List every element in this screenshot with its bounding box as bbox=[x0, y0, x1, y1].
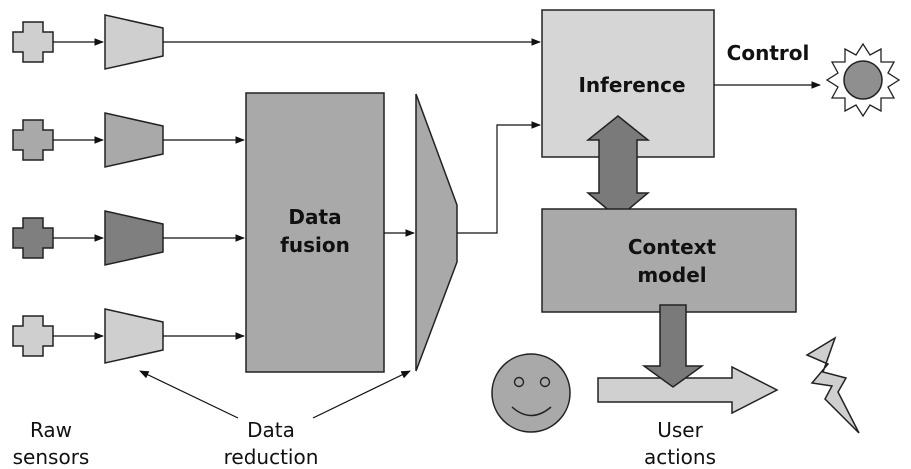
inference-label: Inference bbox=[578, 73, 685, 97]
data-reduction-caption-line2: reduction bbox=[224, 445, 319, 469]
user-actions-arrow bbox=[597, 365, 779, 415]
reduction-trapezoid-1 bbox=[104, 14, 164, 70]
context-model-label-line2: model bbox=[637, 263, 706, 287]
large-reduction-trapezoid bbox=[415, 93, 458, 372]
sensor-4-icon bbox=[12, 315, 54, 357]
user-face-icon bbox=[491, 353, 571, 433]
sensor-3-icon bbox=[12, 217, 54, 259]
sun-icon bbox=[825, 42, 901, 118]
reduction-trapezoid-3 bbox=[104, 210, 164, 266]
reduction-pointer-left-arrow bbox=[139, 370, 239, 419]
context-model-box bbox=[541, 208, 797, 313]
reduction-pointer-right-arrow bbox=[312, 370, 411, 419]
context-model-label-line1: Context bbox=[628, 235, 717, 259]
data-reduction-caption-line1: Data bbox=[247, 418, 295, 442]
data-fusion-label-line1: Data bbox=[288, 205, 341, 229]
raw-sensors-caption-line2: sensors bbox=[13, 445, 90, 469]
sensor-1-icon bbox=[12, 21, 54, 63]
user-actions-caption-line2: actions bbox=[644, 445, 716, 469]
reduction-to-inference-arrow bbox=[457, 121, 541, 234]
control-label: Control bbox=[727, 41, 810, 65]
data-fusion-box bbox=[245, 92, 385, 373]
context-down-arrow bbox=[641, 304, 705, 388]
sensor-2-icon bbox=[12, 119, 54, 161]
reduction-trapezoid-2 bbox=[104, 112, 164, 168]
user-actions-caption-line1: User bbox=[657, 418, 703, 442]
reduction-trapezoid-4 bbox=[104, 308, 164, 364]
data-fusion-label-line2: fusion bbox=[280, 233, 350, 257]
lightning-bolt-icon bbox=[805, 336, 860, 434]
raw-sensors-caption-line1: Raw bbox=[30, 418, 72, 442]
